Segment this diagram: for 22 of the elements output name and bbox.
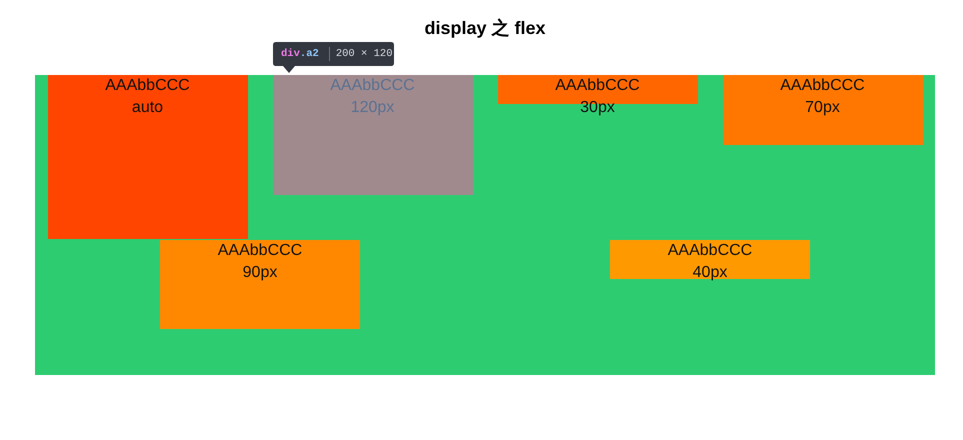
flex-item [610, 240, 810, 279]
title: display 之 flex [424, 17, 546, 39]
item-label: AAAbbCCC [330, 76, 415, 96]
flex-container [35, 75, 935, 375]
element-selector: div.a2 [281, 47, 319, 61]
size-label: 90px [242, 263, 278, 283]
highlighted-flex-item [272, 75, 472, 195]
size-label: 120px [350, 98, 394, 118]
size-label: 40px [692, 263, 728, 283]
tooltip [273, 42, 394, 73]
size-label: 30px [580, 98, 615, 118]
item-label: AAAbbCCC [780, 76, 865, 96]
size-label: 70px [805, 98, 840, 118]
item-label: AAAbbCCC [105, 76, 190, 96]
item-label: AAAbbCCC [218, 241, 302, 261]
size-label: 200 × 120 [328, 47, 393, 61]
item-label: AAAbbCCC [555, 76, 640, 96]
item-label: AAAbbCCC [668, 241, 752, 261]
flex-item [48, 75, 248, 239]
flex-item [722, 75, 922, 145]
size-label: auto [132, 98, 164, 118]
flex-item [160, 240, 360, 329]
